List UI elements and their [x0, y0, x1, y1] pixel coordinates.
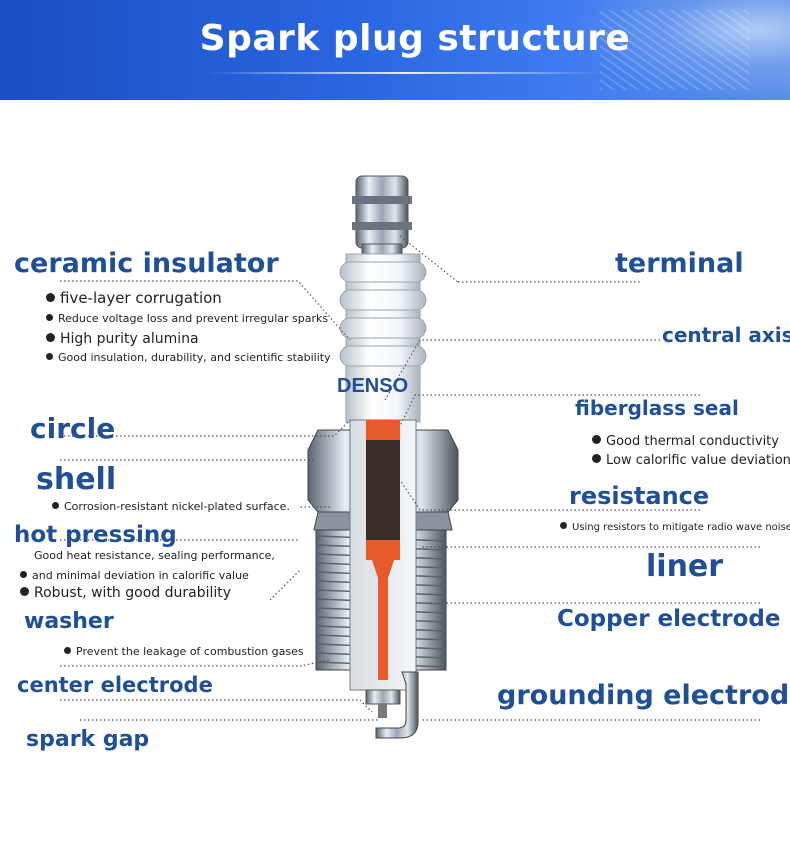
- label-center-electrode: center electrode: [17, 673, 213, 697]
- ground-electrode: [375, 671, 419, 739]
- title-underline: [205, 72, 605, 74]
- leader-lines: [60, 235, 760, 721]
- denso-logo-text: DENSO: [337, 375, 408, 397]
- note-shell: Corrosion-resistant nickel-plated surfac…: [52, 500, 290, 513]
- label-circle: circle: [30, 412, 116, 445]
- label-central-axis: central axis: [662, 323, 790, 347]
- bullet-dot: [592, 435, 601, 444]
- label-resistance: resistance: [569, 482, 710, 510]
- bullet-dot: [64, 647, 71, 654]
- title-banner: Spark plug structure: [0, 0, 790, 100]
- label-copper-electrode: Copper electrode: [557, 606, 781, 632]
- note-hot-pressing-1: Good heat resistance, sealing performanc…: [34, 549, 275, 562]
- note-insulator-3: High purity alumina: [46, 331, 199, 347]
- label-fiberglass-seal: fiberglass seal: [575, 396, 739, 420]
- note-insulator-1: five-layer corrugation: [46, 289, 222, 307]
- label-liner: liner: [646, 549, 724, 584]
- note-fiberglass-2: Low calorific value deviation: [592, 453, 790, 468]
- copper-core: [378, 560, 388, 680]
- note-hot-pressing-3: Robust, with good durability: [20, 585, 231, 601]
- electrode-part: [365, 671, 419, 739]
- label-shell: shell: [36, 462, 117, 497]
- label-grounding-electrode: grounding electrode: [497, 680, 790, 711]
- note-resistance: Using resistors to mitigate radio wave n…: [560, 522, 790, 533]
- label-spark-gap: spark gap: [26, 727, 150, 752]
- label-washer: washer: [24, 609, 114, 634]
- bullet-dot: [46, 293, 55, 302]
- note-washer: Prevent the leakage of combustion gases: [64, 645, 304, 658]
- fiberglass-seal-bottom: [366, 540, 400, 560]
- terminal-part: [352, 175, 412, 257]
- page-title: Spark plug structure: [199, 18, 631, 59]
- bullet-dot: [560, 522, 567, 529]
- ceramic-insulator-part: [339, 253, 427, 423]
- cutaway-section: [349, 419, 417, 691]
- fiberglass-seal-top: [366, 420, 400, 440]
- paint-spray-decoration: [570, 0, 790, 100]
- bullet-dot: [20, 587, 29, 596]
- bullet-dot: [592, 454, 601, 463]
- bullet-dot: [20, 571, 27, 578]
- bullet-dot: [46, 314, 53, 321]
- note-insulator-4: Good insulation, durability, and scienti…: [46, 351, 331, 364]
- paint-stroke-decoration: [600, 10, 750, 90]
- label-ceramic-insulator: ceramic insulator: [14, 248, 279, 279]
- label-hot-pressing: hot pressing: [14, 522, 177, 548]
- bullet-dot: [46, 353, 53, 360]
- resistor-core: [366, 440, 400, 540]
- note-fiberglass-1: Good thermal conductivity: [592, 434, 779, 449]
- bullet-dot: [46, 333, 55, 342]
- label-terminal: terminal: [615, 248, 744, 279]
- note-insulator-2: Reduce voltage loss and prevent irregula…: [46, 312, 328, 325]
- bullet-dot: [52, 502, 59, 509]
- note-hot-pressing-2: and minimal deviation in calorific value: [20, 569, 249, 582]
